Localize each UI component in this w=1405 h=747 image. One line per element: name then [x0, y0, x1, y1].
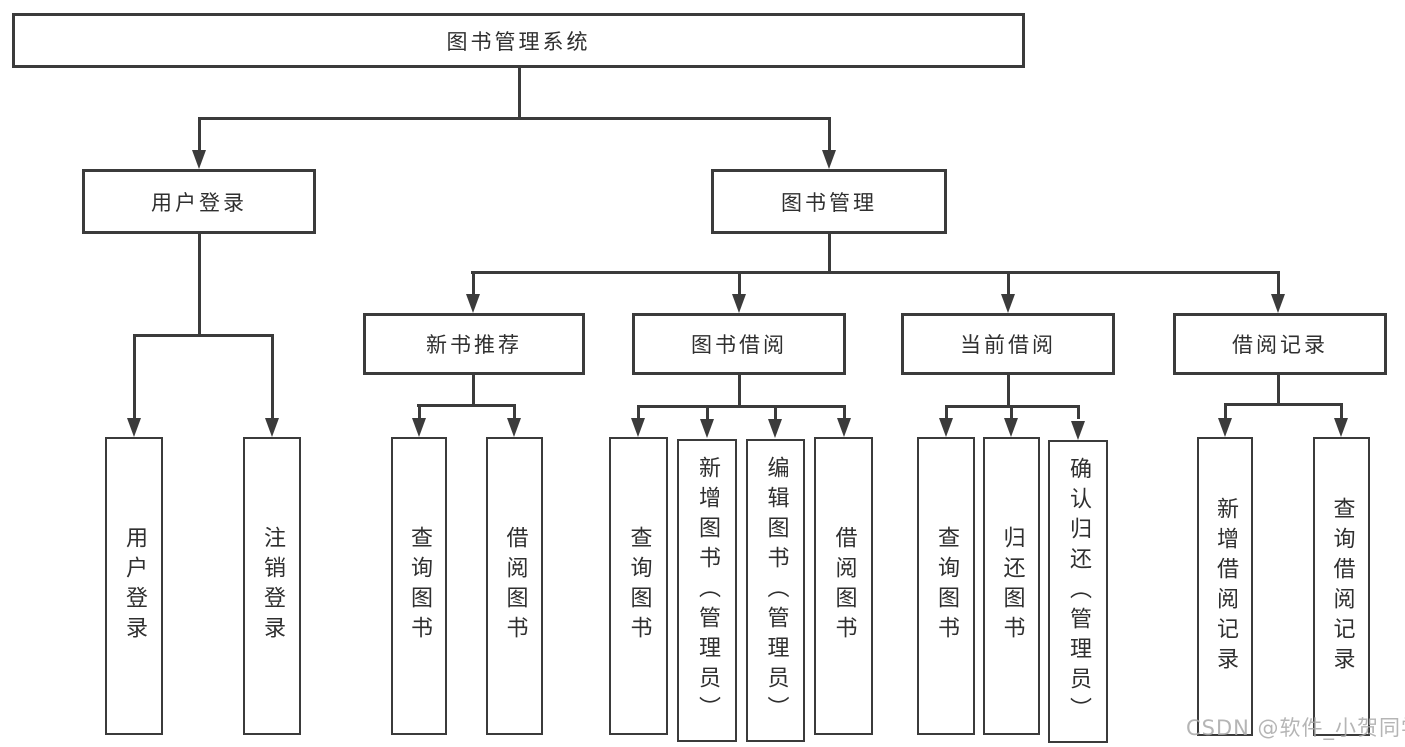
node-label: 借阅图书: [831, 526, 857, 646]
node-label: 当前借阅: [960, 333, 1056, 357]
connector-drop-return-books: [1010, 405, 1013, 419]
arrowhead-return-books: [1004, 418, 1018, 437]
connector-drop-query-books-rec: [417, 404, 421, 419]
node-label: 查询图书: [934, 526, 959, 646]
node-label: 图书借阅: [691, 333, 787, 357]
leaf-logout: 注销登录: [243, 437, 301, 735]
leaf-query-borrow-record: 查询借阅记录: [1313, 437, 1370, 736]
connector-currentborrow-stem: [1006, 375, 1010, 408]
arrowhead-leaf-logout: [264, 418, 279, 437]
node-label: 注销登录: [260, 526, 285, 646]
node-user-login: 用户登录: [82, 169, 316, 234]
arrowhead-query-books-rec: [411, 418, 426, 437]
connector-bookmgmt-rail: [471, 271, 1280, 274]
node-root-library-system: 图书管理系统: [12, 13, 1025, 68]
leaf-edit-books-admin: 编辑图书（管理员）: [746, 439, 805, 742]
connector-newbookrec-stem: [472, 375, 475, 407]
connector-drop-new-book-rec: [471, 271, 475, 295]
csdn-watermark: CSDN @软件_小贺同学: [1186, 716, 1405, 740]
arrowhead-current-borrow: [1000, 294, 1015, 313]
leaf-query-books-recommend: 查询图书: [391, 437, 447, 735]
arrowhead-borrow-records: [1271, 294, 1285, 313]
connector-bookborrow-stem: [737, 375, 741, 408]
arrowhead-add-record: [1217, 418, 1232, 437]
node-current-borrowing: 当前借阅: [901, 313, 1115, 375]
connector-drop-borrow-books: [842, 405, 846, 419]
arrowhead-book-borrow: [731, 294, 746, 313]
connector-drop-confirm-return: [1076, 405, 1080, 419]
node-label: 新书推荐: [426, 333, 522, 357]
node-label: 图书管理: [781, 190, 877, 215]
connector-drop-borrow-records: [1277, 271, 1280, 295]
node-book-borrowing: 图书借阅: [632, 313, 846, 375]
node-book-management: 图书管理: [711, 169, 947, 234]
connector-drop-add-record: [1223, 403, 1227, 418]
connector-newbookrec-rail: [417, 404, 516, 407]
node-label: 查询图书: [626, 526, 652, 646]
node-label: 借阅图书: [502, 526, 528, 646]
connector-drop-borrow-books-rec: [512, 404, 516, 419]
connector-borrowrecords-stem: [1277, 375, 1280, 406]
connector-drop-user-login: [197, 117, 201, 151]
node-label: 归还图书: [999, 526, 1025, 646]
arrowhead-confirm-return: [1070, 421, 1085, 440]
node-label: 图书管理系统: [446, 29, 591, 54]
arrowhead-new-book-rec: [465, 294, 480, 313]
connector-borrowrecords-rail: [1223, 403, 1343, 406]
arrowhead-leaf-user-login: [126, 418, 141, 437]
leaf-query-books-borrowing: 查询图书: [609, 437, 668, 735]
leaf-add-books-admin: 新增图书（管理员）: [677, 439, 737, 742]
arrowhead-user-login: [191, 150, 206, 169]
connector-drop-edit-books: [774, 405, 777, 419]
connector-drop-add-books: [705, 405, 709, 419]
node-borrow-records: 借阅记录: [1173, 313, 1387, 375]
arrowhead-query-books-borrow: [631, 418, 645, 437]
connector-bookmgmt-stem: [827, 234, 831, 274]
connector-drop-leaf-user-login: [132, 334, 136, 418]
connector-drop-query-books-current: [944, 405, 948, 419]
connector-userlogin-stem: [197, 234, 201, 337]
connector-drop-book-borrow: [737, 271, 741, 295]
node-label: 查询图书: [407, 526, 432, 646]
leaf-return-books: 归还图书: [983, 437, 1040, 735]
connector-root-stem: [518, 68, 521, 119]
connector-userlogin-rail: [132, 334, 274, 337]
arrowhead-book-mgmt: [821, 150, 836, 169]
node-label: 用户登录: [122, 526, 147, 646]
leaf-user-login: 用户登录: [105, 437, 163, 735]
node-label: 编辑图书（管理员）: [763, 455, 789, 726]
leaf-add-borrow-record: 新增借阅记录: [1197, 437, 1253, 736]
leaf-confirm-return-admin: 确认归还（管理员）: [1048, 440, 1108, 743]
connector-drop-book-mgmt: [827, 117, 831, 151]
node-label: 确认归还（管理员）: [1066, 456, 1091, 727]
arrowhead-query-record: [1334, 418, 1348, 437]
node-label: 新增图书（管理员）: [695, 455, 720, 726]
node-label: 查询借阅记录: [1329, 496, 1355, 677]
node-label: 用户登录: [151, 190, 247, 215]
arrowhead-add-books: [699, 419, 714, 438]
node-new-book-recommend: 新书推荐: [363, 313, 585, 375]
arrowhead-borrow-books: [836, 418, 851, 437]
connector-drop-current-borrow: [1006, 271, 1010, 295]
connector-drop-query-books-borrow: [637, 405, 640, 419]
connector-drop-leaf-logout: [270, 334, 274, 418]
node-label: 新增借阅记录: [1213, 496, 1238, 677]
arrowhead-query-books-current: [938, 418, 953, 437]
leaf-borrow-books-recommend: 借阅图书: [486, 437, 543, 735]
arrowhead-borrow-books-rec: [506, 418, 521, 437]
leaf-borrow-books: 借阅图书: [814, 437, 873, 735]
connector-root-rail: [198, 117, 831, 120]
node-label: 借阅记录: [1232, 333, 1328, 357]
connector-drop-query-record: [1340, 403, 1343, 418]
connector-bookborrow-rail: [637, 405, 846, 408]
leaf-query-books-current: 查询图书: [917, 437, 975, 735]
arrowhead-edit-books: [768, 419, 782, 438]
